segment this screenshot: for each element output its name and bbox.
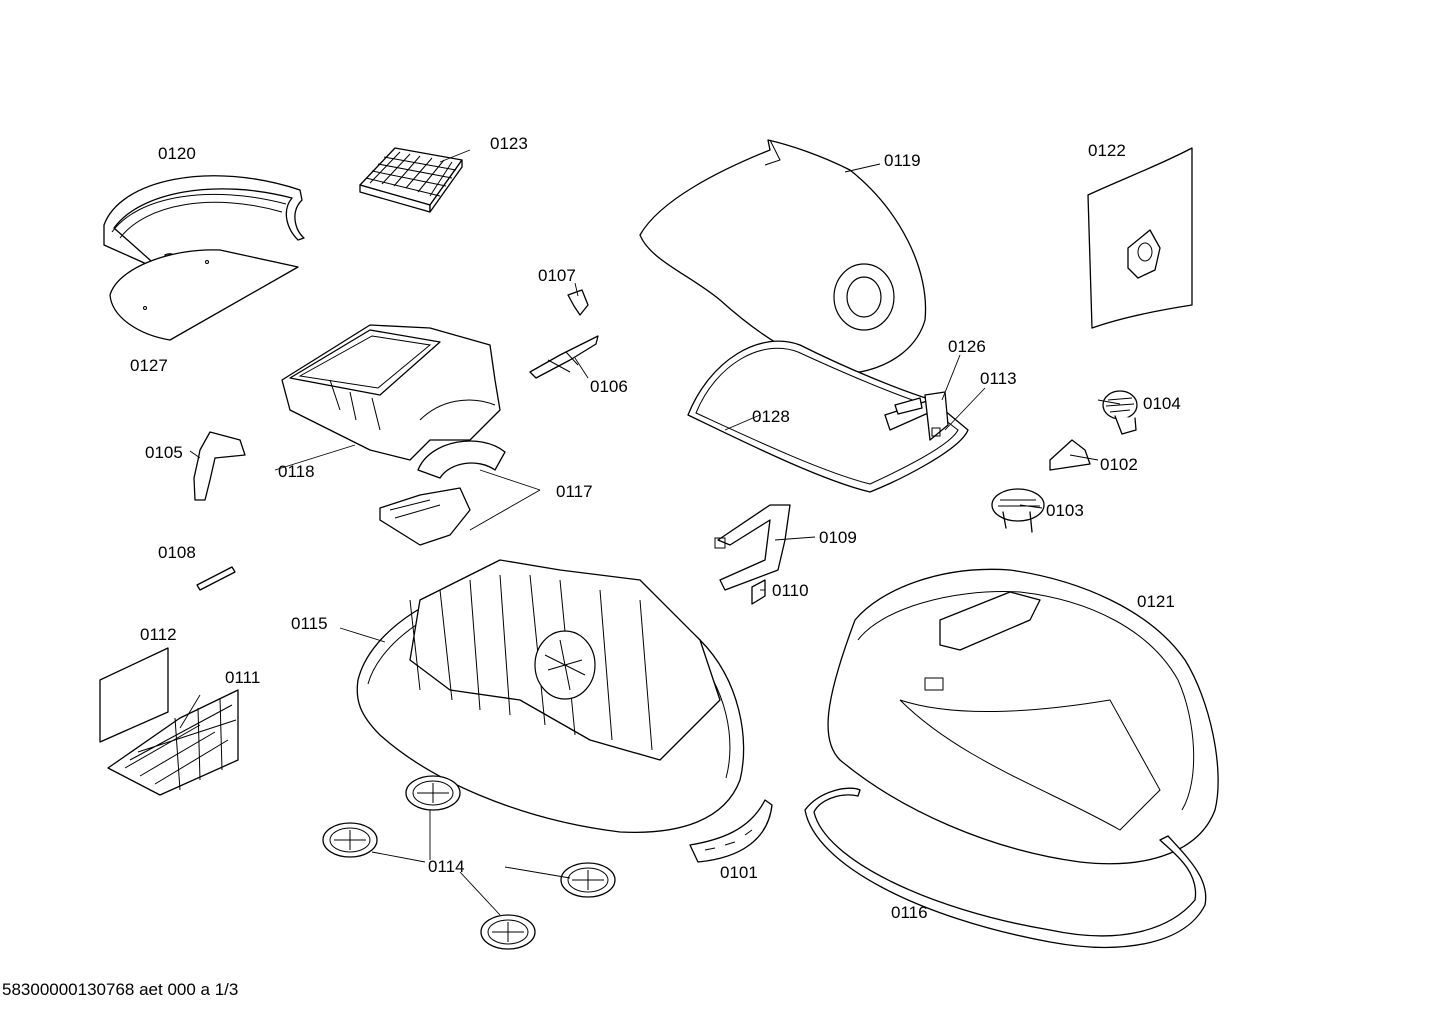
part-0122-dust-bag[interactable] — [1087, 147, 1193, 329]
label-0110: 0110 — [772, 581, 809, 600]
part-0105-hook-lever[interactable] — [193, 431, 246, 501]
label-0111: 0111 — [225, 668, 260, 687]
document-reference: 58300000130768 aet 000 a 1/3 — [2, 980, 239, 999]
part-0104-round-cap[interactable] — [1102, 390, 1138, 435]
part-0115-base-chassis[interactable] — [356, 559, 745, 834]
part-0101-bumper-insert[interactable] — [689, 799, 773, 863]
part-0128-lid-seal[interactable] — [687, 340, 969, 493]
label-0109: 0109 — [819, 528, 857, 547]
part-0108-axle-pin[interactable] — [196, 566, 236, 591]
part-0127-cover-plate[interactable] — [109, 249, 299, 341]
label-0108: 0108 — [158, 543, 196, 562]
label-0118: 0118 — [278, 462, 315, 481]
part-0121-upper-shell[interactable] — [827, 568, 1219, 865]
label-0112: 0112 — [140, 625, 177, 644]
label-0116: 0116 — [891, 903, 928, 922]
label-0115: 0115 — [291, 614, 328, 633]
part-0106-spring-clip[interactable] — [529, 335, 599, 379]
part-0103-mushroom-cap[interactable] — [991, 488, 1045, 533]
part-0114-castor-wheels[interactable] — [322, 775, 616, 950]
part-0123-grid-filter[interactable] — [359, 147, 463, 213]
label-0122: 0122 — [1088, 141, 1126, 160]
label-0107: 0107 — [538, 266, 576, 285]
label-0119: 0119 — [884, 151, 921, 170]
label-0123: 0123 — [490, 134, 528, 153]
leader-lines — [179, 149, 1121, 916]
part-0126-lid-latch[interactable] — [884, 397, 936, 431]
label-0117: 0117 — [556, 482, 593, 501]
label-0103: 0103 — [1046, 501, 1084, 520]
label-0105: 0105 — [145, 443, 183, 462]
label-0102: 0102 — [1100, 455, 1138, 474]
part-0113-latch-pin[interactable] — [924, 391, 949, 441]
part-0110-small-spring[interactable] — [751, 579, 766, 605]
label-0104: 0104 — [1143, 394, 1181, 413]
label-0127: 0127 — [130, 356, 168, 375]
label-0101: 0101 — [720, 863, 758, 882]
label-0120: 0120 — [158, 144, 196, 163]
label-0128: 0128 — [752, 407, 790, 426]
label-0113: 0113 — [980, 369, 1017, 388]
label-0106: 0106 — [590, 377, 628, 396]
part-0112-filter-sheet[interactable] — [99, 647, 169, 743]
part-0109-holder-frame[interactable] — [714, 504, 791, 591]
part-0107-small-clip[interactable] — [567, 289, 589, 316]
part-0111-grid-frame[interactable] — [107, 689, 239, 796]
label-0121: 0121 — [1137, 592, 1175, 611]
part-labels: 0120 0123 0127 0107 0106 0119 0122 0126 … — [130, 134, 1181, 922]
label-0126: 0126 — [948, 337, 986, 356]
part-0116-bumper-strip[interactable] — [804, 787, 1207, 948]
label-0114: 0114 — [428, 857, 465, 876]
part-0117-seal-ring[interactable] — [379, 440, 506, 546]
part-0119-lid-cover[interactable] — [639, 139, 927, 373]
part-0118-motor-housing[interactable] — [281, 324, 501, 461]
